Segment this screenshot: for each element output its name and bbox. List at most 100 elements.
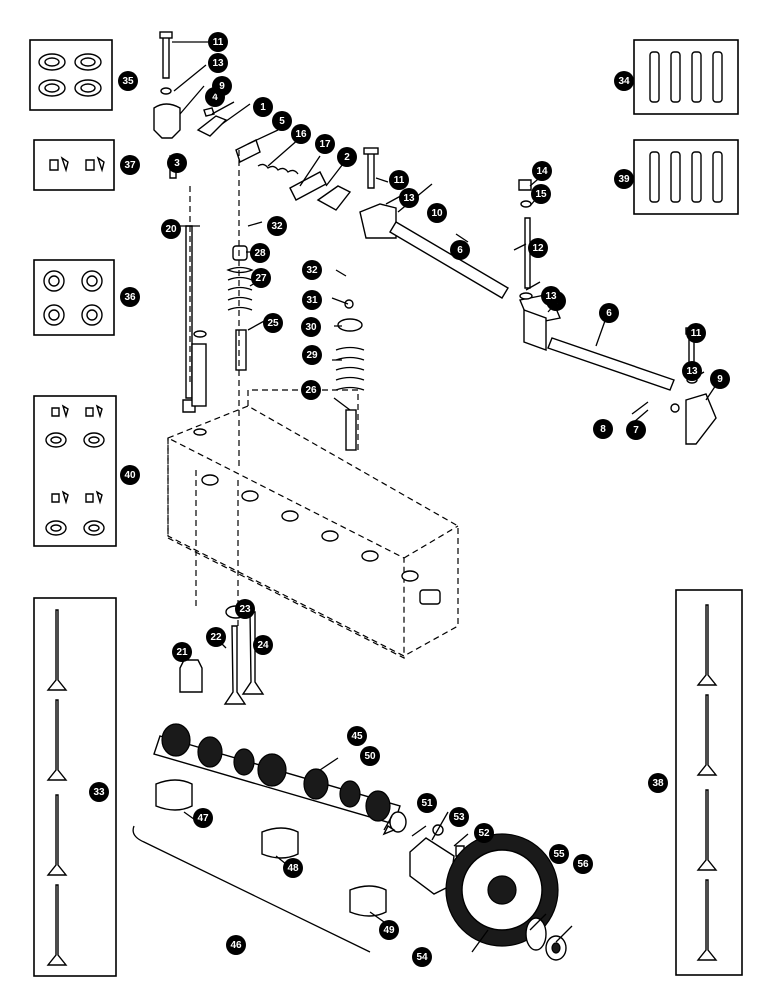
callout-2: 2	[337, 147, 357, 167]
callout-circle	[120, 465, 140, 485]
callout-number: 49	[383, 925, 395, 936]
callout-circle	[251, 268, 271, 288]
kit-box-35	[29, 39, 113, 111]
callout-13: 13	[208, 53, 228, 73]
callout-30: 30	[301, 317, 321, 337]
callout-circle	[291, 124, 311, 144]
callout-number: 35	[122, 76, 134, 87]
callout-circle	[399, 188, 419, 208]
camshaft-assembly	[132, 723, 407, 953]
callout-8: 8	[593, 419, 613, 439]
callout-circle	[347, 726, 367, 746]
callout-circle	[449, 807, 469, 827]
kit-box-40	[33, 395, 117, 547]
callout-27: 27	[251, 268, 271, 288]
kit-box-38	[675, 589, 743, 976]
callout-circle	[302, 290, 322, 310]
callout-circle	[682, 361, 702, 381]
callout-circle	[167, 153, 187, 173]
callout-number: 15	[535, 189, 547, 200]
callout-21: 21	[172, 642, 192, 662]
callout-6: 6	[450, 240, 470, 260]
callout-circle	[263, 313, 283, 333]
callout-6: 6	[599, 303, 619, 323]
callout-1: 1	[253, 97, 273, 117]
kit-box-36	[33, 259, 115, 336]
callout-25: 25	[263, 313, 283, 333]
callout-3: 3	[167, 153, 187, 173]
callout-circle	[301, 317, 321, 337]
callout-number: 13	[545, 291, 557, 302]
callout-number: 30	[305, 322, 317, 333]
callout-14: 14	[532, 161, 552, 181]
callout-circle	[208, 53, 228, 73]
pushrod-and-valve-train	[182, 150, 365, 470]
callout-circle	[626, 420, 646, 440]
rocker-shaft-assembly	[359, 179, 717, 445]
callout-23: 23	[235, 599, 255, 619]
callout-number: 46	[230, 940, 242, 951]
callout-13: 13	[682, 361, 702, 381]
callout-9: 9	[710, 369, 730, 389]
callout-circle	[208, 32, 228, 52]
callout-54: 54	[412, 947, 432, 967]
callout-52: 52	[474, 823, 494, 843]
callout-circle	[528, 238, 548, 258]
callout-33: 33	[89, 782, 109, 802]
callout-circle	[120, 155, 140, 175]
callout-circle	[302, 260, 322, 280]
callout-circle	[283, 858, 303, 878]
callout-number: 8	[600, 424, 606, 435]
callout-number: 25	[267, 318, 279, 329]
callout-number: 40	[124, 470, 136, 481]
callout-number: 31	[306, 295, 318, 306]
callout-circle	[531, 184, 551, 204]
callout-circle	[599, 303, 619, 323]
callout-number: 11	[213, 37, 224, 48]
callout-7: 7	[626, 420, 646, 440]
callout-39: 39	[614, 169, 634, 189]
callout-circle	[118, 71, 138, 91]
callout-45: 45	[347, 726, 367, 746]
callout-number: 32	[306, 265, 318, 276]
callout-46: 46	[226, 935, 246, 955]
callout-number: 12	[532, 243, 544, 254]
callout-circle	[272, 111, 292, 131]
callout-number: 2	[344, 152, 350, 163]
callout-number: 33	[93, 787, 105, 798]
callout-number: 13	[403, 193, 415, 204]
callout-number: 37	[124, 160, 136, 171]
callout-32: 32	[267, 216, 287, 236]
callout-5: 5	[272, 111, 292, 131]
callout-circle	[614, 71, 634, 91]
callout-number: 26	[305, 385, 317, 396]
callout-number: 36	[124, 292, 136, 303]
callout-number: 13	[686, 366, 698, 377]
callout-circle	[593, 419, 613, 439]
callout-circle	[474, 823, 494, 843]
callout-circle	[686, 323, 706, 343]
callout-circle	[89, 782, 109, 802]
callout-number: 3	[174, 158, 180, 169]
kit-box-39	[633, 139, 739, 215]
callout-number: 10	[431, 208, 443, 219]
callout-circle	[302, 345, 322, 365]
callout-number: 23	[239, 604, 251, 615]
timing-gear-assembly	[409, 824, 567, 961]
callout-number: 34	[618, 76, 630, 87]
callout-13: 13	[541, 286, 561, 306]
callout-31: 31	[302, 290, 322, 310]
callout-20: 20	[161, 219, 181, 239]
callout-number: 50	[364, 751, 376, 762]
callout-55: 55	[549, 844, 569, 864]
callout-56: 56	[573, 854, 593, 874]
callout-circle	[450, 240, 470, 260]
callout-28: 28	[250, 243, 270, 263]
callout-number: 27	[255, 273, 267, 284]
callout-circle	[253, 97, 273, 117]
callout-12: 12	[528, 238, 548, 258]
callout-number: 56	[577, 859, 589, 870]
callout-circle	[212, 76, 232, 96]
callout-13: 13	[399, 188, 419, 208]
callout-number: 6	[606, 308, 612, 319]
